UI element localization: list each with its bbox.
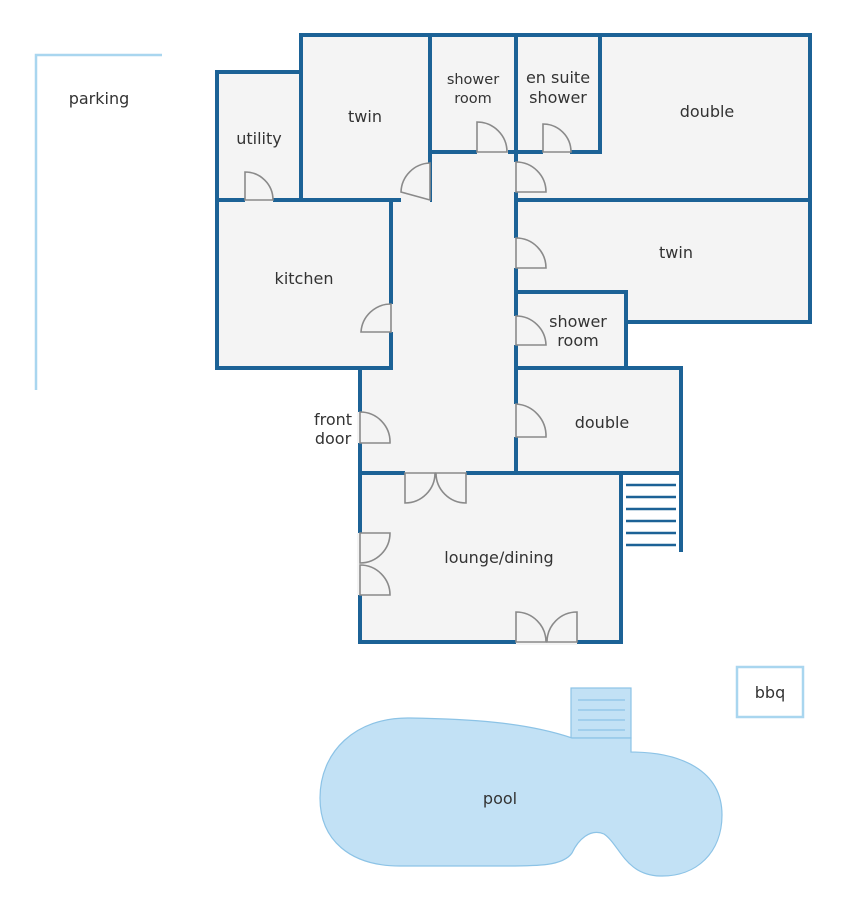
pool [319,687,723,877]
en-suite-label-2: shower [529,88,587,107]
pool-label: pool [483,789,517,808]
lounge-dining-label: lounge/dining [444,548,553,567]
front-door-label-2: door [315,429,352,448]
bbq-outline [735,665,805,719]
shower-room-top-label-2: room [454,91,492,107]
shower-room-mid-label-1: shower [549,312,607,331]
floor-fills [217,35,810,642]
bbq-label: bbq [755,683,785,702]
parking-outline [34,53,162,390]
double-mid-label: double [575,413,630,432]
twin-top-label: twin [348,107,382,126]
double-top-label: double [680,102,735,121]
kitchen-label: kitchen [275,269,334,288]
doors [244,121,578,645]
utility-label: utility [236,129,282,148]
shower-room-mid-label-2: room [557,331,598,350]
front-door-label-1: front [314,410,352,429]
shower-room-top-label-1: shower [447,72,499,88]
en-suite-label-1: en suite [526,68,590,87]
twin-right-label: twin [659,243,693,262]
stairs [626,483,676,547]
parking-label: parking [69,89,130,108]
